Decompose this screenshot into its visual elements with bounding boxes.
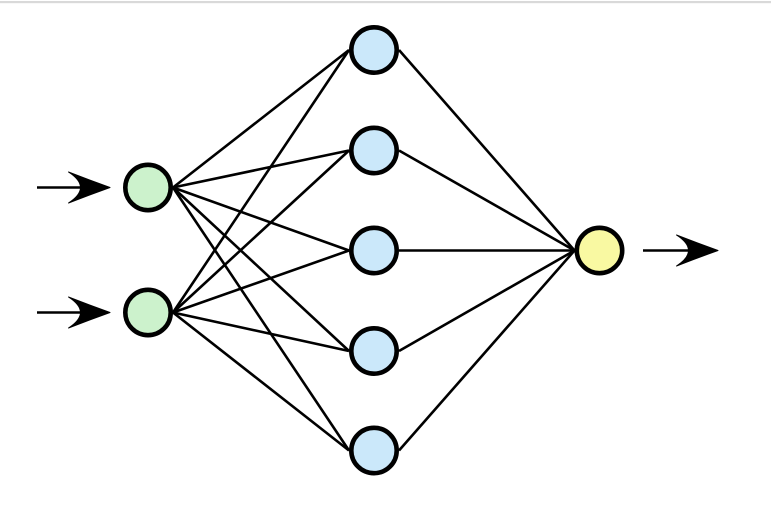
edge-i1-h3	[172, 186, 350, 252]
edge-h4-o1	[398, 249, 576, 353]
edge-i1-h5	[171, 186, 351, 452]
edge-i2-h4	[172, 311, 350, 353]
output-arrow-head	[676, 234, 719, 267]
edge-i2-h3	[172, 249, 350, 314]
hidden-node-2	[348, 125, 399, 176]
edge-i1-h4	[172, 186, 350, 352]
edge-i2-h2	[172, 149, 350, 314]
input-node-1	[123, 162, 174, 213]
hidden-node-4	[348, 325, 399, 376]
input-node-2	[123, 287, 174, 338]
input-arrow-1-head	[68, 171, 111, 204]
hidden-node-1	[348, 24, 399, 76]
edge-h5-o1	[398, 249, 576, 452]
hidden-node-5	[348, 425, 399, 476]
input-arrow-2-head	[68, 296, 111, 329]
edge-i1-h1	[172, 48, 350, 189]
top-border-rule	[0, 1, 771, 4]
edge-i2-h5	[172, 311, 350, 452]
edge-i2-h1	[171, 49, 351, 314]
edge-h1-o1	[398, 49, 576, 252]
edge-i1-h2	[172, 149, 350, 189]
hidden-node-3	[348, 225, 399, 276]
edge-h2-o1	[398, 149, 576, 252]
output-node-1	[574, 225, 625, 276]
